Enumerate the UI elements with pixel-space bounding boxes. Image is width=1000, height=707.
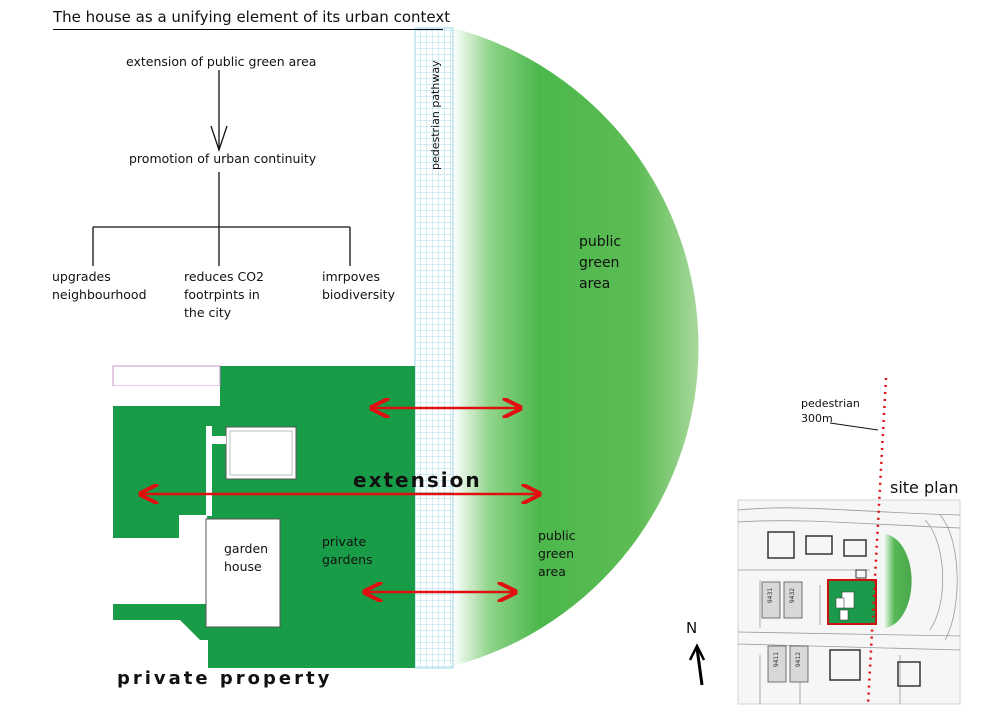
public-green-area-label-bottom: public green area	[538, 528, 576, 579]
tree-leaf-neighbourhood: upgrades neighbourhood	[52, 269, 147, 302]
private-property-label: private property	[117, 668, 333, 689]
tree-connectors	[92, 70, 351, 266]
tree-middle-label: promotion of urban continuity	[129, 151, 317, 166]
north-arrow-icon	[688, 643, 706, 686]
north-label: N	[686, 619, 698, 637]
parcel-label: 9431	[767, 587, 775, 604]
private-property-block	[112, 365, 415, 668]
public-green-area	[453, 28, 699, 666]
tree-leaf-biodiversity: imrpoves biodiversity	[322, 269, 395, 302]
page-title: The house as a unifying element of its u…	[53, 8, 451, 26]
extension-label: extension	[353, 468, 482, 492]
garden-house-outline	[205, 518, 281, 628]
public-green-area-label-top: public green area	[579, 234, 622, 292]
pedestrian-leader-line	[829, 422, 879, 431]
site-plan-inset	[737, 499, 961, 705]
tree-root-label: extension of public green area	[126, 54, 317, 69]
title-underline	[53, 29, 443, 30]
parcel-label: 9412	[795, 651, 803, 668]
site-plan-label: site plan	[890, 478, 959, 497]
parcel-label: 9432	[789, 587, 797, 604]
extension-arrows	[141, 408, 539, 592]
tree-leaf-co2: reduces CO2 footrpints in the city	[184, 269, 264, 320]
private-gardens-label: private gardens	[322, 534, 373, 567]
pedestrian-distance-label: pedestrian 300m	[801, 397, 860, 425]
pedestrian-pathway-label: pedestrian pathway	[429, 60, 442, 170]
garden-house-label: garden house	[224, 541, 269, 574]
parcel-label: 9411	[773, 651, 781, 668]
